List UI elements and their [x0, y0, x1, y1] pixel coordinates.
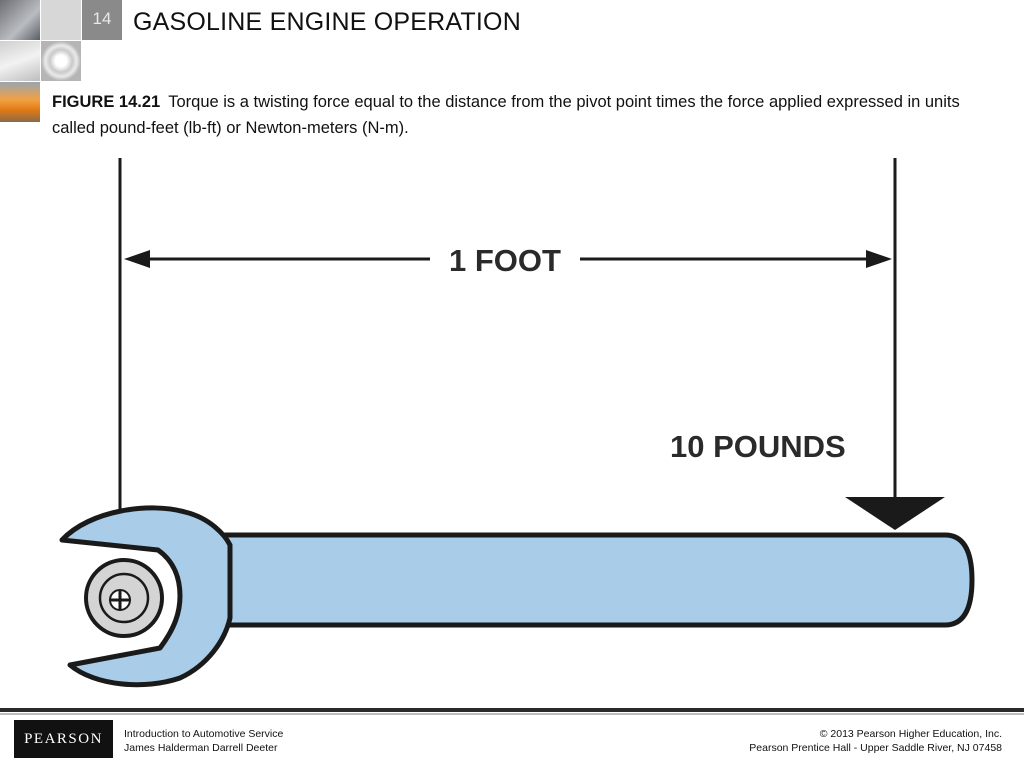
force-arrowhead [845, 497, 945, 530]
figure-label: FIGURE 14.21 [52, 93, 161, 111]
footer-copyright-info: © 2013 Pearson Higher Education, Inc. Pe… [749, 727, 1002, 755]
footer-divider [0, 708, 1024, 712]
book-authors: James Halderman Darrell Deeter [124, 742, 278, 754]
bolt-inner-ring [98, 572, 150, 624]
book-title: Introduction to Automotive Service [124, 728, 284, 740]
pearson-logo: PEARSON [14, 720, 113, 758]
dimension-arrowhead-left [124, 250, 150, 268]
blank-thumbnail [41, 0, 81, 40]
slide-title: GASOLINE ENGINE OPERATION [133, 8, 521, 36]
chapter-number: 14 [92, 9, 112, 28]
dimension-arrowhead-right [866, 250, 892, 268]
car-thumbnail-image [0, 0, 40, 40]
wheel-thumbnail-image [41, 41, 81, 81]
publisher-text: Pearson Prentice Hall - Upper Saddle Riv… [749, 742, 1002, 754]
wrench [59, 505, 975, 688]
header-thumbnail-strip: 14 [0, 0, 122, 122]
sports-car-thumbnail-image [0, 82, 40, 122]
chapter-number-box: 14 [82, 0, 122, 40]
wrench-head [59, 505, 233, 688]
footer-book-info: Introduction to Automotive Service James… [124, 727, 283, 755]
distance-label: 1 FOOT [449, 243, 561, 278]
footer-divider-accent [0, 713, 1024, 715]
caption-text: Torque is a twisting force equal to the … [52, 93, 960, 137]
force-label: 10 POUNDS [670, 429, 846, 464]
wrench-handle [207, 532, 975, 628]
torque-wrench-figure: 1 FOOT 10 POUNDS [59, 158, 975, 688]
copyright-text: © 2013 Pearson Higher Education, Inc. [819, 728, 1002, 740]
metal-thumbnail-image [0, 41, 40, 81]
